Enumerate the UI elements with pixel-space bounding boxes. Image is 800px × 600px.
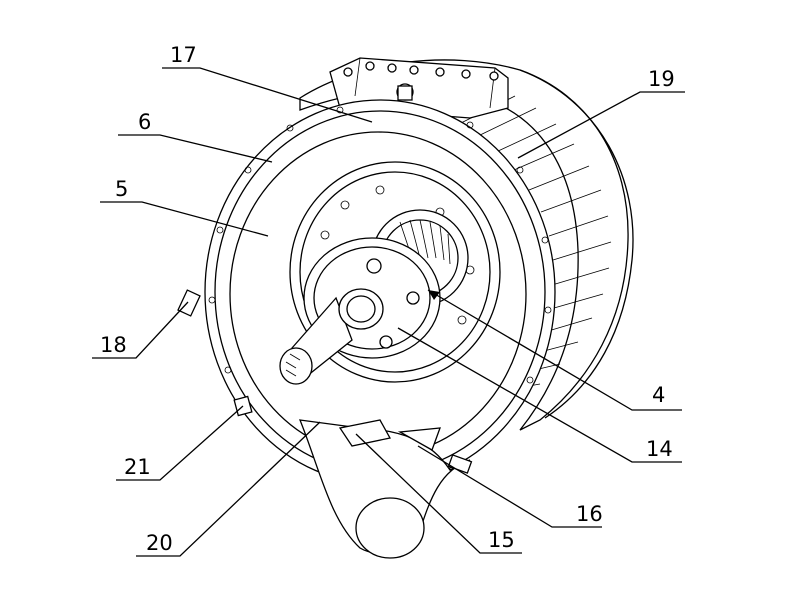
leader-lines: [92, 67, 685, 557]
label-15: 15: [488, 528, 515, 552]
label-21: 21: [124, 455, 151, 479]
label-19: 19: [648, 67, 675, 91]
label-20: 20: [146, 531, 173, 555]
label-16: 16: [576, 502, 603, 526]
label-14: 14: [646, 437, 673, 461]
label-5: 5: [115, 177, 128, 201]
label-17: 17: [170, 43, 197, 67]
callout-labels: 17 19 6 5 18 4 14 21 16 20 15: [100, 43, 675, 555]
label-4: 4: [652, 383, 665, 407]
label-18: 18: [100, 333, 127, 357]
output-shaft: [279, 288, 384, 385]
mounting-foot: [298, 419, 471, 559]
label-6: 6: [138, 110, 151, 134]
